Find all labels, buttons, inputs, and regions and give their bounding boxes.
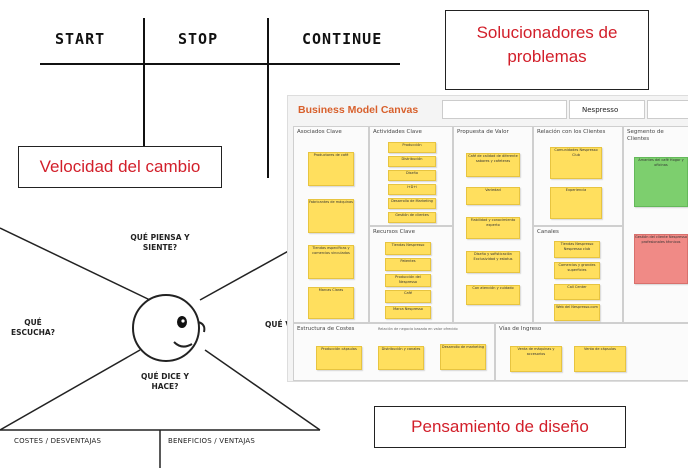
note-relacion-1: Comunidades Nespresso Club (550, 147, 602, 179)
note-costes-2: Distribución y canales (378, 346, 424, 370)
note-costes-1: Producción cápsulas (316, 346, 362, 370)
business-model-canvas: Business Model Canvas Nespresso Asociado… (287, 95, 688, 382)
solucionadores-box: Solucionadores de problemas (445, 10, 649, 90)
bmc-costes-title: Estructura de Costes (297, 326, 355, 332)
note-costes-3: Desarrollo de marketing (440, 344, 486, 370)
ssc-horizontal-line (40, 63, 400, 65)
note-actividades-4: I+D+i (388, 184, 436, 195)
note-relacion-2: Experiencia (550, 187, 602, 219)
bmc-company-name: Nespresso (582, 106, 619, 114)
bmc-propuesta-title: Propuesta de Valor (457, 129, 509, 135)
note-propuesta-4: Diseño y sofisticación Exclusividad y es… (466, 251, 520, 273)
bmc-date-field (647, 100, 688, 119)
pensamiento-label: Pensamiento de diseño (411, 417, 589, 436)
bmc-segmento-title: Segmento de Clientes (627, 129, 664, 142)
bmc-recursos-title: Recursos Clave (373, 229, 415, 235)
note-recursos-3: Producción del Nespresso (385, 274, 431, 287)
note-canales-1: Tiendas Nespresso Nespresso club (554, 241, 600, 258)
que-piensa-label: QUÉ PIENSA Y SIENTE? (130, 233, 190, 252)
que-dice-label: QUÉ DICE Y HACE? (141, 372, 189, 391)
note-actividades-6: Gestión de clientes (388, 212, 436, 223)
note-actividades-2: Distribución (388, 156, 436, 167)
note-actividades-5: Desarrollo de Marketing (388, 198, 436, 209)
face-icon (132, 294, 206, 362)
que-ve-label: QUÉ VE? (265, 320, 301, 329)
note-recursos-2: Patentes (385, 258, 431, 271)
bmc-asociados-title: Asociados Clave (297, 129, 342, 135)
bmc-col-segmento: Segmento de Clientes Amantes del café Ho… (623, 126, 688, 323)
bmc-col-asociados: Asociados Clave Productores de café Fabr… (293, 126, 369, 323)
note-segmento-1: Amantes del café Hogar y oficinas (634, 157, 688, 207)
velocidad-label: Velocidad del cambio (39, 157, 201, 176)
bmc-col-costes: Estructura de Costes Relación de negocio… (293, 323, 495, 381)
note-propuesta-3: Fiabilidad y conocimiento experto (466, 217, 520, 239)
note-canales-4: Web del Nespresso.com (554, 304, 600, 321)
ssc-divider-1 (143, 18, 145, 148)
note-recursos-5: Marca Nespresso (385, 306, 431, 319)
pensamiento-box: Pensamiento de diseño (374, 406, 626, 448)
note-ingresos-2: Venta de cápsulas (574, 346, 626, 372)
bmc-actividades-title: Actividades Clave (373, 129, 422, 135)
note-ingresos-1: Venta de máquinas y accesorios (510, 346, 562, 372)
bmc-title: Business Model Canvas (298, 104, 419, 116)
note-asociados-3: Tiendas específicas y comercios vinculad… (308, 245, 354, 279)
note-asociados-1: Productores de café (308, 152, 354, 186)
note-recursos-1: Tiendas Nespresso (385, 242, 431, 255)
bmc-col-canales: Canales Tiendas Nespresso Nespresso club… (533, 226, 623, 323)
note-asociados-4: Marcas Claras (308, 287, 354, 319)
bmc-col-propuesta: Propuesta de Valor Café de calidad de di… (453, 126, 533, 323)
note-actividades-1: Producción (388, 142, 436, 153)
bmc-canales-title: Canales (537, 229, 559, 235)
note-actividades-3: Diseño (388, 170, 436, 181)
bmc-col-actividades: Actividades Clave Producción Distribució… (369, 126, 453, 226)
bmc-designed-for-field (442, 100, 567, 119)
note-propuesta-1: Café de calidad de diferente sabores y c… (466, 153, 520, 177)
note-canales-2: Comercios y grandes superficies (554, 262, 600, 279)
bmc-col-relacion: Relación con los Clientes Comunidades Ne… (533, 126, 623, 226)
bmc-relacion-title: Relación con los Clientes (537, 129, 606, 135)
costes-desventajas-label: COSTES / DESVENTAJAS (14, 437, 102, 445)
que-escucha-label: QUÉ ESCUCHA? (10, 318, 56, 337)
continue-heading: CONTINUE (302, 30, 383, 48)
solucionadores-label: Solucionadores de problemas (476, 23, 618, 66)
bmc-company-field: Nespresso (569, 100, 645, 119)
beneficios-ventajas-label: BENEFICIOS / VENTAJAS (168, 437, 256, 445)
note-asociados-2: Fabricantes de máquinas (308, 199, 354, 233)
note-segmento-2: Gestión del cliente Nespresso profesiona… (634, 234, 688, 284)
bmc-col-ingresos: Vías de Ingreso Venta de máquinas y acce… (495, 323, 688, 381)
note-canales-3: Call Center (554, 284, 600, 300)
bmc-ingresos-title: Vías de Ingreso (499, 326, 542, 332)
note-propuesta-2: Variedad (466, 187, 520, 205)
note-recursos-4: Café (385, 290, 431, 303)
bmc-col-recursos: Recursos Clave Tiendas Nespresso Patente… (369, 226, 453, 323)
start-heading: START (55, 30, 106, 48)
velocidad-box: Velocidad del cambio (18, 146, 222, 188)
stop-heading: STOP (178, 30, 219, 48)
note-propuesta-5: Con atención y cuidado (466, 285, 520, 305)
ssc-divider-2 (267, 18, 269, 178)
bmc-costes-subtitle: Relación de negocio basada en valor ofre… (378, 327, 458, 331)
